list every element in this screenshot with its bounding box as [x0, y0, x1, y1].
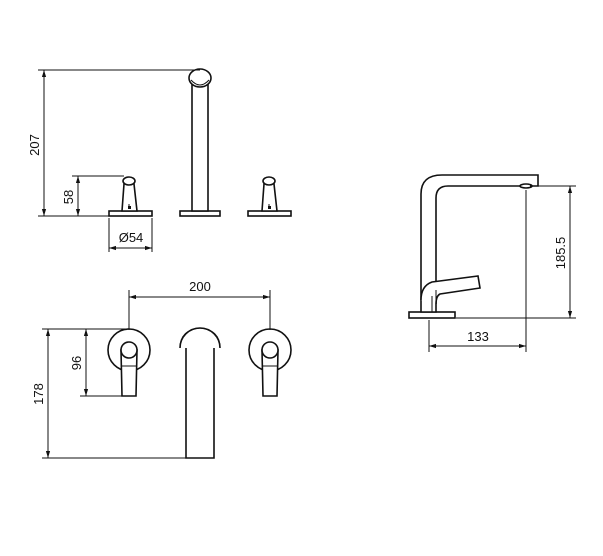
left-handle-plan	[107, 328, 151, 397]
dimension-133: 133	[428, 190, 527, 352]
dim-label-178: 178	[31, 383, 46, 405]
dim-label-133: 133	[467, 329, 489, 344]
dimension-58: 58	[61, 175, 124, 217]
dimension-207: 207	[27, 69, 200, 217]
left-handle-front	[108, 176, 153, 217]
spout-front	[179, 68, 221, 217]
dimension-diameter-54: Ø54	[108, 218, 153, 252]
plan-view: 200 96 178	[31, 279, 292, 459]
spout-plan	[179, 327, 221, 459]
dim-label-96: 96	[69, 356, 84, 370]
dim-label-185-5: 185.5	[553, 237, 568, 270]
dimension-200: 200	[128, 279, 271, 330]
dim-label-200: 200	[189, 279, 211, 294]
dim-label-207: 207	[27, 134, 42, 156]
dim-label-diameter-54: Ø54	[119, 230, 144, 245]
dim-label-58: 58	[61, 190, 76, 204]
dimension-178: 178	[31, 328, 186, 459]
side-elevation: 185.5 133	[408, 174, 576, 352]
right-handle-front	[247, 176, 292, 217]
dimension-185-5: 185.5	[456, 185, 576, 319]
front-elevation: 207 58 Ø54	[27, 68, 292, 252]
right-handle-plan	[248, 328, 292, 397]
